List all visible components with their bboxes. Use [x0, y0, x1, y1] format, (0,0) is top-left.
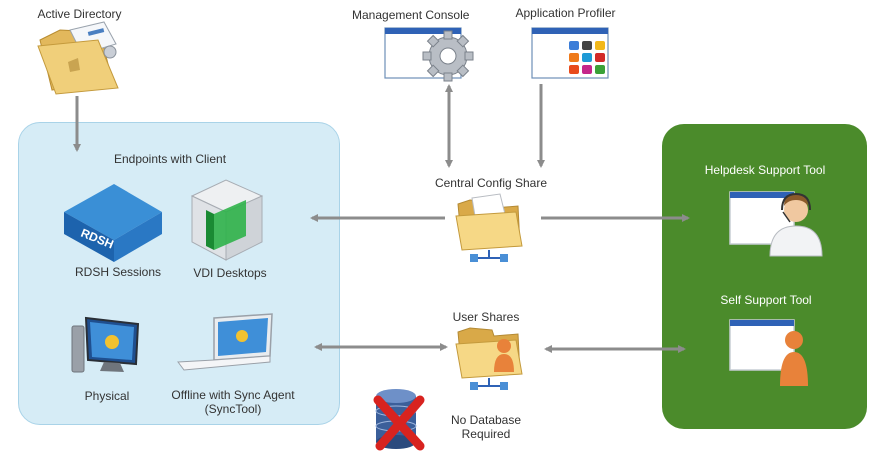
endpoints-title: Endpoints with Client — [113, 152, 227, 166]
physical-label: Physical — [84, 389, 130, 403]
helpdesk-support-tool-label: Helpdesk Support Tool — [704, 163, 826, 177]
offline-sync-label-line2: (SyncTool) — [204, 402, 262, 416]
support-tools-panel — [662, 124, 867, 429]
no-database-label-line2: Required — [461, 427, 511, 441]
offline-sync-label-line1: Offline with Sync Agent — [171, 388, 295, 402]
endpoints-panel — [18, 122, 340, 425]
central-config-share-label: Central Config Share — [434, 176, 548, 190]
application-profiler-label: Application Profiler — [515, 6, 616, 20]
user-shares-label: User Shares — [452, 310, 520, 324]
no-database-label-line1: No Database — [450, 413, 522, 427]
vdi-desktops-label: VDI Desktops — [193, 266, 267, 280]
self-support-tool-label: Self Support Tool — [720, 293, 812, 307]
rdsh-sessions-label: RDSH Sessions — [74, 265, 162, 279]
management-console-label: Management Console — [352, 8, 470, 22]
active-directory-label: Active Directory — [37, 7, 122, 21]
